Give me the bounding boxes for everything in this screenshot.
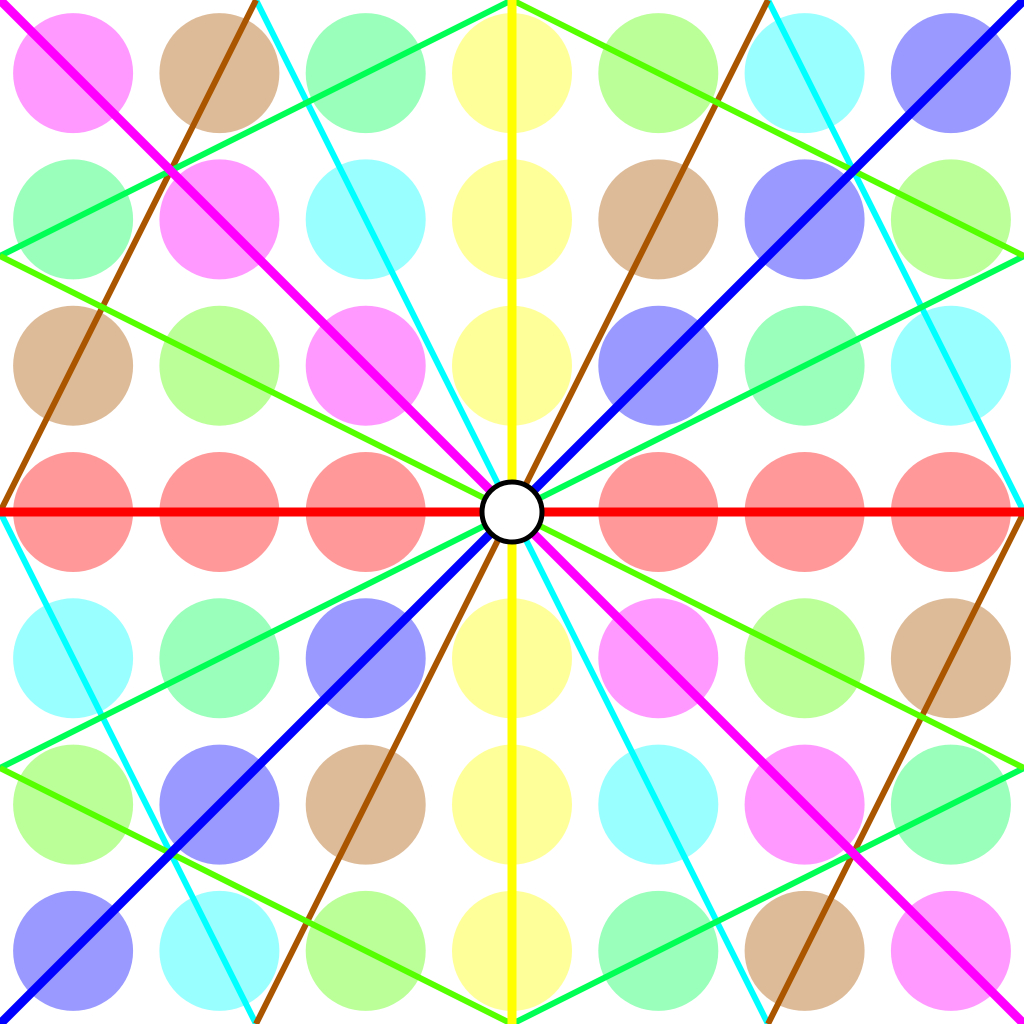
line-spring-green (510, 765, 1024, 1024)
line-green (0, 765, 514, 1024)
line-cyan (509, 510, 771, 1024)
line-green (510, 509, 1024, 771)
line-cyan (253, 0, 515, 514)
line-brown (509, 0, 771, 514)
line-spring-green (0, 0, 514, 259)
line-cyan (765, 0, 1024, 514)
line-green (0, 253, 514, 515)
line-spring-green (0, 509, 514, 771)
line-brown (0, 0, 259, 514)
center-point (479, 479, 545, 545)
line-brown (765, 510, 1024, 1024)
line-cyan (0, 510, 259, 1024)
line-brown (253, 510, 515, 1024)
line-spring-green (510, 253, 1024, 515)
line-green (510, 0, 1024, 259)
